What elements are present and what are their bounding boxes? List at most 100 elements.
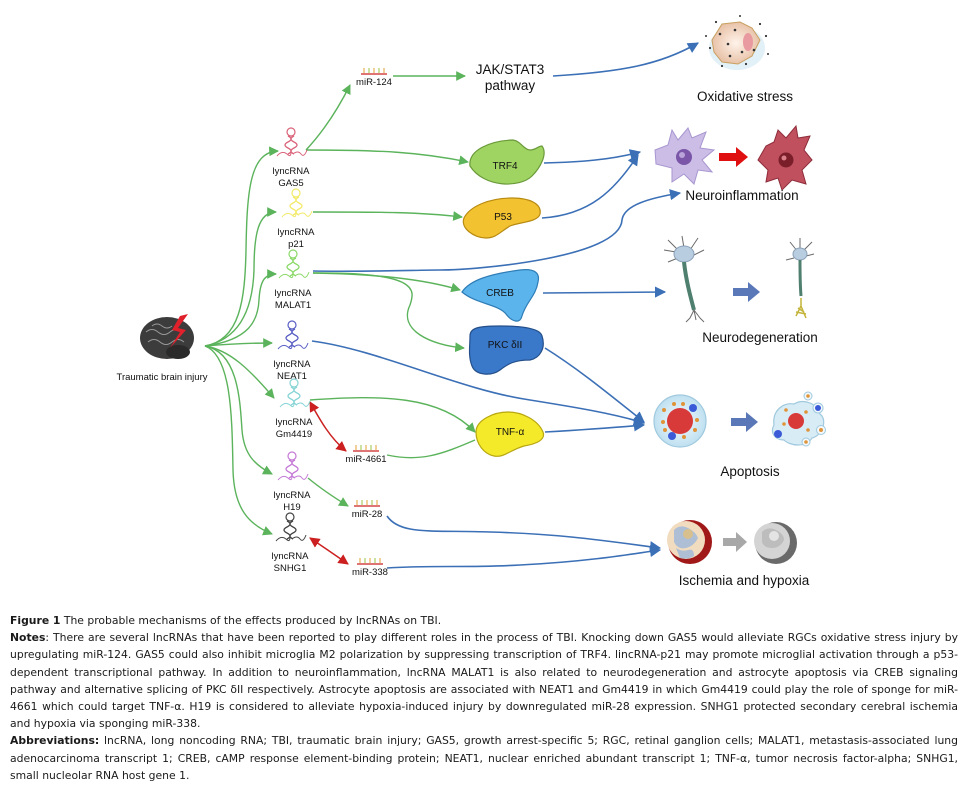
mirna-node-mir-28: miR-28 (352, 500, 383, 520)
abbreviations-label: Abbreviations: (10, 734, 100, 748)
arrow-jakstat3-oxidative (552, 42, 699, 77)
damaged-cell-icon (705, 15, 769, 70)
arrow-malat1-neuroinflammation (312, 189, 682, 273)
abbreviations-text: lncRNA, long noncoding RNA; TBI, traumat… (10, 734, 958, 782)
figure-caption: Figure 1 The probable mechanisms of the … (10, 612, 958, 784)
rna-hairpin-icon (279, 378, 311, 408)
effect-arrows (311, 42, 699, 569)
protein-p53: P53 (462, 197, 541, 239)
mirna-strand-icon (357, 558, 383, 565)
lncrna-target-arrows (305, 71, 476, 507)
protein-pkc: PKC δII (468, 325, 544, 375)
apoptotic-cell-icon (771, 391, 826, 447)
arrow-creb-neurodegeneration (542, 286, 667, 298)
arrow-snhg1-mir338 (309, 537, 349, 565)
sponge-arrows (309, 401, 349, 565)
arrow-mir4661-tnfa (386, 439, 476, 459)
lncrna-prefix-label: lyncRNA (272, 551, 310, 562)
ischemic-tissue-icon (667, 520, 712, 564)
lncrna-name-label: p21 (288, 239, 304, 250)
protein-label-p53: P53 (494, 212, 512, 223)
figure-title-line: Figure 1 The probable mechanisms of the … (10, 612, 958, 629)
pathway-line1: JAK/STAT3 (476, 62, 545, 77)
mirna-label: miR-338 (352, 567, 388, 578)
mirna-label: miR-28 (352, 509, 383, 520)
protein-shape-creb (461, 269, 540, 322)
arrow-p53-neuroinflammation (541, 154, 639, 219)
arrow-tbi-gas5 (204, 146, 279, 347)
arrow-neat1-apoptosis (311, 340, 646, 426)
arrow-gas5-trf4 (305, 149, 469, 165)
arrow-tnfa-apoptosis (544, 420, 646, 433)
transition-arrow-blue-neuro (733, 282, 760, 302)
arrow-trf4-neuroinflammation (543, 149, 642, 164)
mirna-label: miR-124 (356, 77, 392, 88)
arrow-tbi-h19 (204, 345, 273, 475)
tbi-to-lncrna-arrows (204, 146, 279, 536)
protein-shape-pkc (468, 325, 544, 375)
notes-label: Notes (10, 631, 46, 645)
figure-label: Figure 1 (10, 614, 61, 627)
rna-hairpin-icon (277, 451, 309, 481)
lncrna-prefix-label: lyncRNA (278, 227, 316, 238)
outcome-label-neurodegeneration: Neurodegeneration (702, 330, 818, 345)
pathway-line2: pathway (485, 78, 536, 93)
protein-label-tnfa: TNF-α (496, 427, 525, 438)
lncrna-name-label: Gm4419 (276, 429, 312, 440)
arrow-pkc-apoptosis (544, 347, 645, 423)
mirna-strand-icon (361, 68, 387, 75)
rna-hairpin-icon (277, 320, 309, 350)
arrow-mir338-ischemia (386, 545, 662, 569)
arrow-gas5-mir124 (305, 84, 351, 151)
transition-arrow-blue-apoptosis (731, 412, 758, 432)
healthy-neuron-icon (663, 235, 705, 323)
lncrna-tbi-diagram: Traumatic brain injury lyncRNAGAS5lyncRN… (117, 15, 826, 588)
mirna-strand-icon (353, 445, 379, 452)
jakstat3-pathway-node: JAK/STAT3 pathway (476, 62, 545, 93)
arrow-gm4419-mir4661 (309, 401, 347, 452)
resting-microglia-icon (654, 127, 716, 185)
mirna-nodes: miR-124 miR-4661 miR-28 miR-338 (345, 68, 392, 578)
mirna-node-mir-4661: miR-4661 (345, 445, 387, 465)
arrow-tbi-neat1 (204, 338, 273, 348)
activated-microglia-icon (757, 124, 813, 191)
lncrna-prefix-label: lyncRNA (275, 288, 313, 299)
notes-paragraph: Notes: There are several lncRNAs that ha… (10, 629, 958, 732)
arrow-gm4419-tnfa (309, 396, 476, 433)
protein-shape-p53 (462, 197, 541, 239)
arrow-tbi-p21 (204, 207, 277, 347)
lncrna-name-label: NEAT1 (277, 371, 307, 382)
rna-hairpin-icon (281, 188, 313, 218)
outcome-neuroinflammation: Neuroinflammation (654, 124, 813, 203)
notes-text: : There are several lncRNAs that have be… (10, 631, 958, 731)
hypoxic-tissue-icon (754, 522, 797, 564)
arrow-p21-p53 (312, 211, 463, 221)
mirna-node-mir-124: miR-124 (356, 68, 392, 88)
lncrna-name-label: H19 (283, 502, 300, 513)
mirna-label: miR-4661 (345, 454, 386, 465)
lncrna-prefix-label: lyncRNA (273, 166, 311, 177)
transition-arrow-red (719, 147, 748, 167)
outcome-oxidative-stress: Oxidative stress (697, 15, 793, 104)
brain-injury-icon (140, 314, 194, 359)
healthy-cell-icon (653, 394, 707, 448)
lncrna-name-label: SNHG1 (274, 563, 307, 574)
figure-title: The probable mechanisms of the effects p… (63, 614, 442, 627)
outcome-label-ischemia: Ischemia and hypoxia (679, 573, 810, 588)
tbi-label: Traumatic brain injury (117, 372, 208, 383)
outcome-apoptosis: Apoptosis (653, 391, 826, 479)
transition-arrow-gray (723, 532, 747, 552)
rna-hairpin-icon (276, 127, 308, 157)
arrow-malat1-creb (312, 272, 461, 293)
mirna-node-mir-338: miR-338 (352, 558, 388, 578)
protein-label-trf4: TRF4 (493, 161, 518, 172)
protein-trf4: TRF4 (469, 139, 545, 185)
protein-label-pkc: PKC δII (488, 340, 522, 351)
lncrna-nodes: lyncRNAGAS5lyncRNAp21lyncRNAMALAT1lyncRN… (272, 127, 316, 574)
outcome-label-neuroinflammation: Neuroinflammation (685, 188, 798, 203)
